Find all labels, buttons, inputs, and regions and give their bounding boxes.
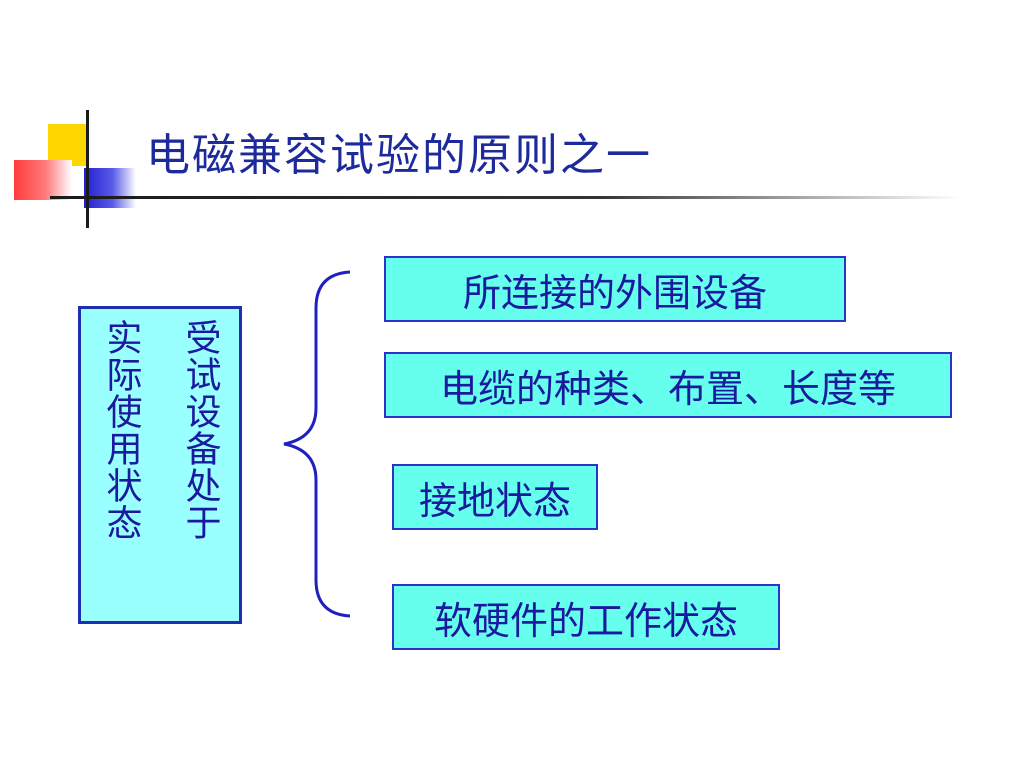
- decor-yellow-square: [48, 124, 88, 166]
- subject-line-2: 实际使用状态: [100, 319, 142, 541]
- decor-blue-square: [84, 168, 136, 208]
- curly-brace-icon: [283, 270, 351, 618]
- subject-line-1: 受试设备处于: [179, 319, 221, 541]
- subject-box: 实际使用状态 受试设备处于: [78, 306, 242, 624]
- condition-item-cables: 电缆的种类、布置、长度等: [384, 352, 952, 418]
- decor-red-square: [14, 160, 72, 200]
- condition-item-grounding: 接地状态: [392, 464, 598, 530]
- condition-item-peripherals: 所连接的外围设备: [384, 256, 846, 322]
- decor-vertical-line: [86, 110, 89, 228]
- title-underline: [50, 196, 960, 199]
- slide-title: 电磁兼容试验的原则之一: [146, 130, 652, 181]
- condition-item-software-hardware: 软硬件的工作状态: [392, 584, 780, 650]
